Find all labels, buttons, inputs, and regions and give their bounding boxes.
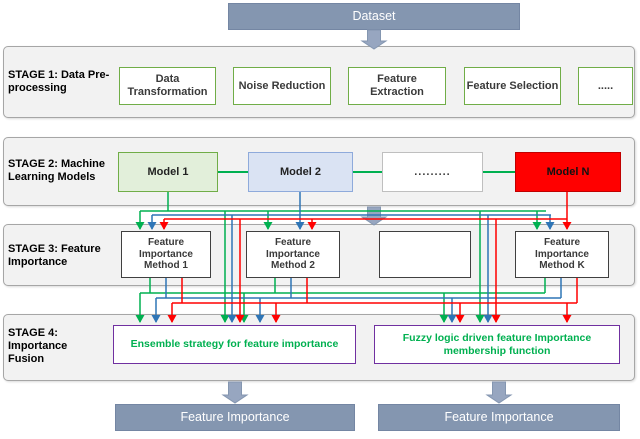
block-arrow-ensemble-down — [221, 381, 249, 404]
block-arrow-fuzzy-down — [485, 381, 513, 404]
output-feature-importance-left: Feature Importance — [115, 404, 355, 431]
model-ellipsis-box: ......... — [382, 152, 483, 192]
ensemble-strategy-box: Ensemble strategy for feature importance — [113, 325, 356, 364]
stage1-box-ellipsis: ..... — [578, 67, 633, 105]
feature-importance-method-1-box: Feature Importance Method 1 — [121, 231, 211, 278]
feature-importance-method-blank-box — [379, 231, 471, 278]
stage1-label: STAGE 1: Data Pre-processing — [8, 69, 110, 94]
stage1-box-feature-extraction: Feature Extraction — [348, 67, 446, 105]
stage1-box-feature-selection: Feature Selection — [464, 67, 561, 105]
fuzzy-logic-box: Fuzzy logic driven feature Importance me… — [374, 325, 620, 364]
dataset-box: Dataset — [228, 3, 520, 30]
feature-importance-method-k-box: Feature Importance Method K — [515, 231, 609, 278]
model-2-box: Model 2 — [248, 152, 353, 192]
feature-importance-method-2-box: Feature Importance Method 2 — [246, 231, 340, 278]
stage1-box-data-transformation: Data Transformation — [119, 67, 216, 105]
stage3-label: STAGE 3: Feature Importance — [8, 243, 101, 268]
stage1-box-noise-reduction: Noise Reduction — [233, 67, 331, 105]
output-feature-importance-right: Feature Importance — [378, 404, 620, 431]
model-n-box: Model N — [515, 152, 621, 192]
model-1-box: Model 1 — [118, 152, 218, 192]
stage4-label: STAGE 4: Importance Fusion — [8, 327, 68, 365]
block-arrow-stage2-down — [360, 206, 388, 226]
stage2-label: STAGE 2: Machine Learning Models — [8, 158, 105, 183]
